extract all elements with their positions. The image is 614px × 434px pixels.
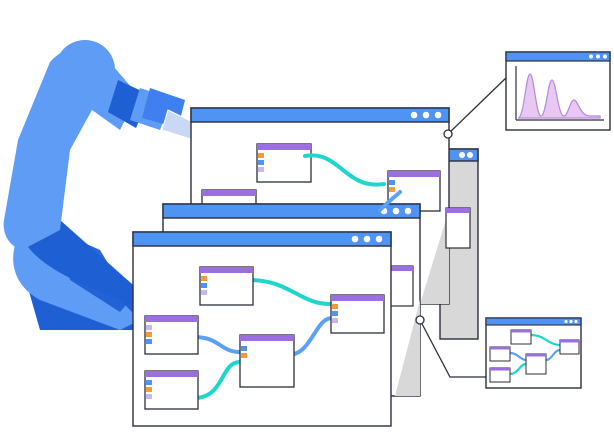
workflow-window-front [132,231,392,427]
spectrum-peaks [517,73,601,119]
mini-workflow-callout [415,315,582,389]
spectrum-chart-callout [443,51,611,139]
